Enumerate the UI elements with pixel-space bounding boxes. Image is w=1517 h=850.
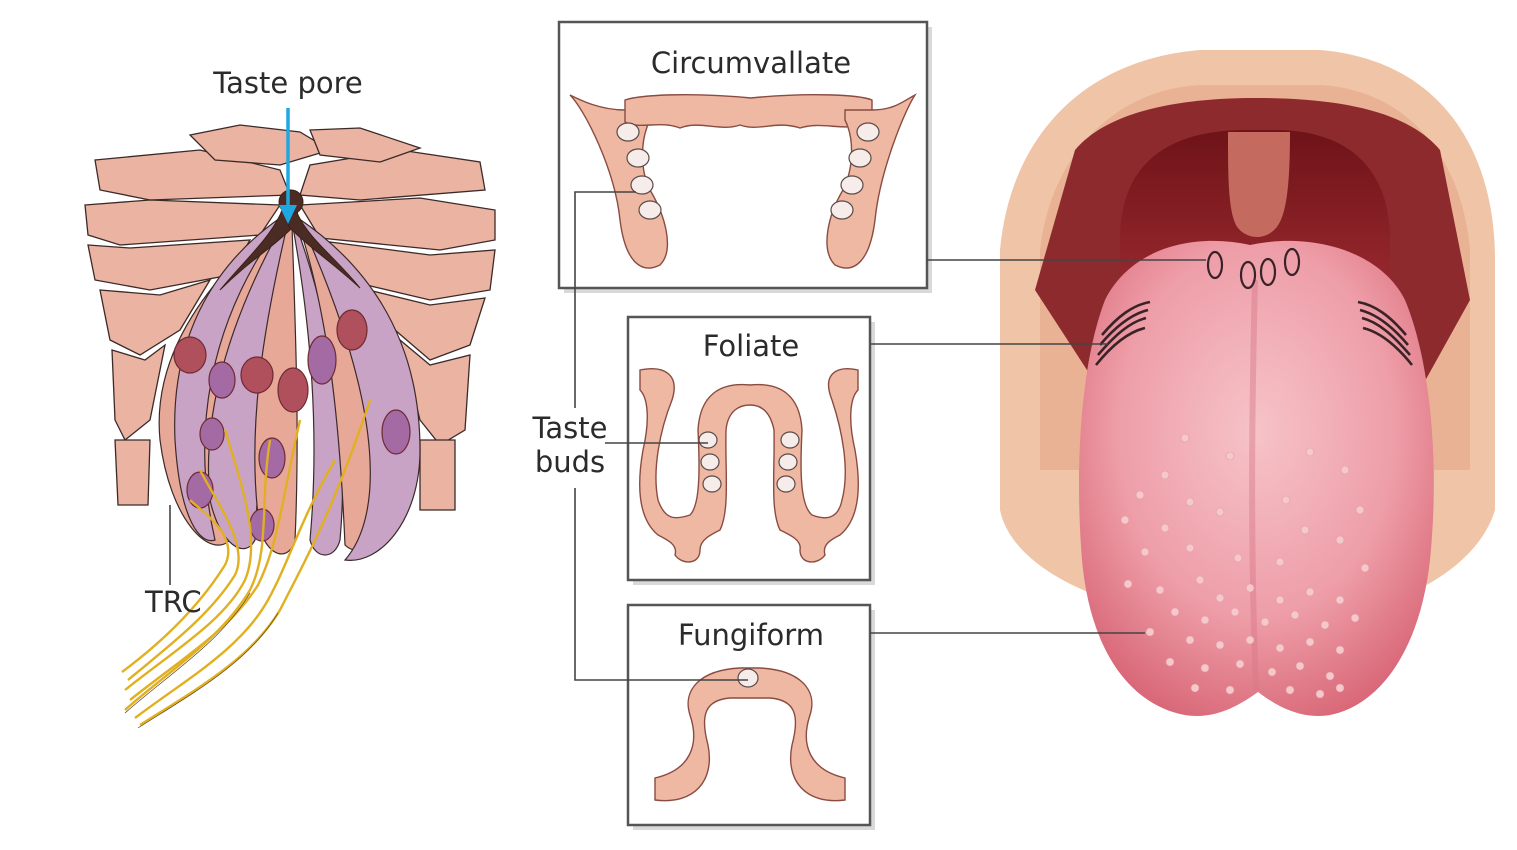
- trc-label: TRC: [144, 585, 202, 619]
- tongue-midline: [1249, 279, 1259, 691]
- foliate-taste-buds: [698, 431, 800, 493]
- taste-buds-label-line1: Taste: [531, 411, 607, 445]
- taste-pore-label: Taste pore: [212, 66, 363, 100]
- fungiform-taste-bud: [737, 668, 759, 688]
- box-to-tongue-connectors: [870, 259, 1206, 634]
- foliate-marks: [1094, 300, 1414, 366]
- tongue: [1078, 240, 1434, 716]
- circumvallate-papilla: [569, 93, 918, 269]
- epithelium-cells: [84, 124, 496, 511]
- uvula: [1228, 132, 1290, 237]
- taste-buds-leaders: [574, 191, 748, 681]
- circumvallate-taste-buds: [616, 122, 880, 220]
- circumvallate-label: Circumvallate: [651, 46, 851, 80]
- circumvallate-box: Circumvallate: [557, 20, 932, 293]
- nerve-fibers: [121, 399, 372, 727]
- circumvallate-marks: [1206, 247, 1301, 290]
- nerve-fiber-outlines: [124, 592, 279, 729]
- taste-pore-arrow: [279, 108, 297, 224]
- foliate-papillae: [639, 368, 859, 563]
- taste-buds-label-line2: buds: [535, 445, 605, 479]
- fungiform-label: Fungiform: [678, 618, 824, 652]
- foliate-box: Foliate: [626, 315, 875, 585]
- fungiform-box: Fungiform: [626, 603, 875, 830]
- taste-bud-illustration: [84, 124, 496, 729]
- fungiform-dots: [1120, 433, 1370, 699]
- fungiform-papilla: [654, 667, 846, 802]
- tongue-illustration: [1000, 50, 1495, 716]
- foliate-label: Foliate: [703, 329, 800, 363]
